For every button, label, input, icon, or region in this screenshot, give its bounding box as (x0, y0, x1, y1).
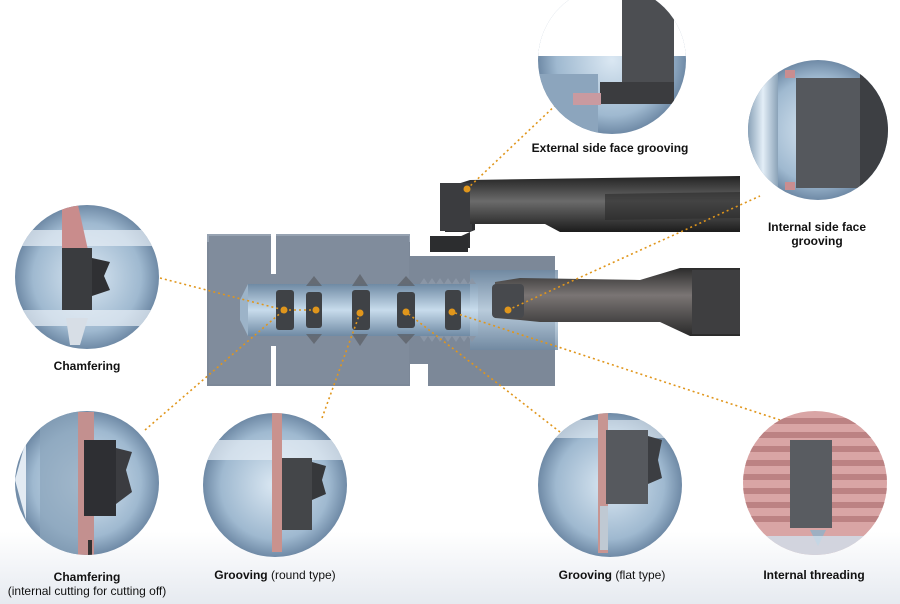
label-external-side-face-grooving: External side face grooving (531, 141, 689, 155)
external-grooving-holder (430, 176, 740, 252)
label-chamfering-internal: Chamfering(internal cutting for cutting … (7, 570, 167, 598)
zoom-external-side-face-grooving (538, 0, 686, 134)
zoom-grooving-round (203, 413, 347, 557)
zoom-internal-side-face-grooving (748, 60, 888, 200)
internal-boring-bar (492, 268, 740, 336)
label-internal-threading: Internal threading (763, 568, 865, 582)
zoom-grooving-flat (538, 413, 682, 557)
leader-lines (144, 100, 781, 433)
label-chamfering: Chamfering (53, 359, 121, 373)
zoom-chamfering-internal (15, 411, 159, 555)
leader-points (280, 185, 512, 317)
label-grooving-round: Grooving (round type) (214, 568, 336, 582)
zoom-chamfering (15, 205, 159, 349)
label-grooving-flat: Grooving (flat type) (558, 568, 666, 582)
zoom-internal-threading (743, 411, 887, 555)
